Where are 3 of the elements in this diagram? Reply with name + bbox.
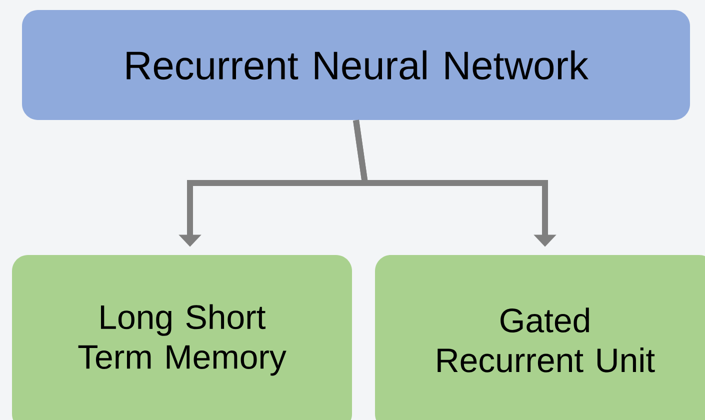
category-box: Recurrent Neural Network [22, 10, 690, 120]
model-box: Gated Recurrent Unit [375, 255, 705, 420]
model-box: Long Short Term Memory [12, 255, 352, 420]
